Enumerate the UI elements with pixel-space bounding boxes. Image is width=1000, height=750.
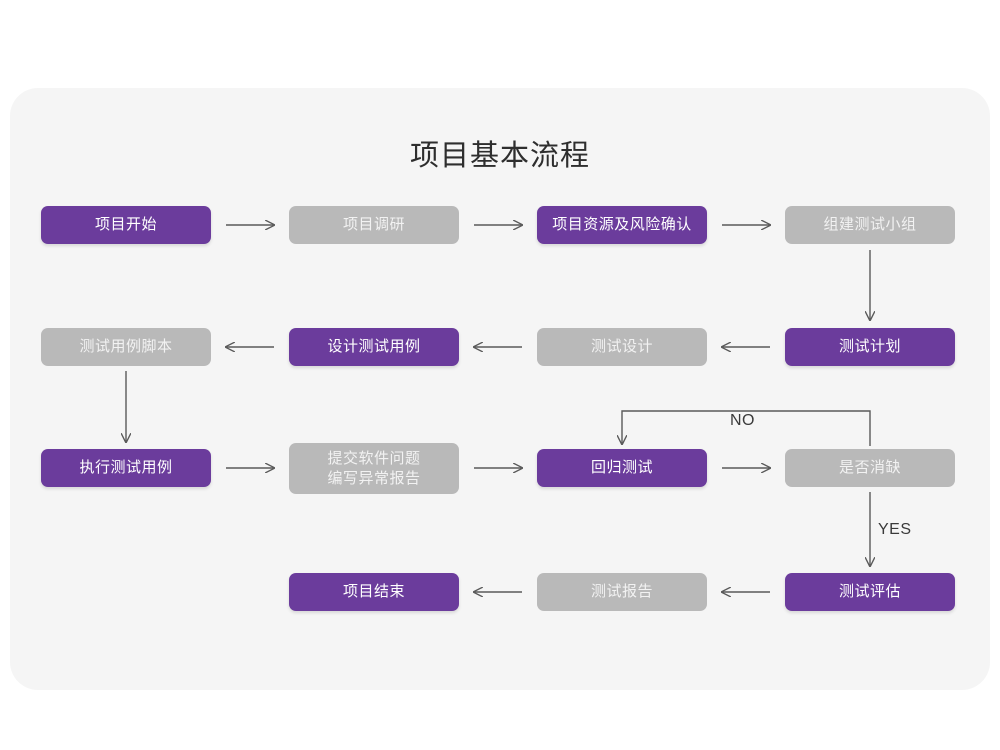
node-project-research[interactable]: 项目调研 bbox=[289, 206, 459, 244]
node-test-report[interactable]: 测试报告 bbox=[537, 573, 707, 611]
node-design-test-cases[interactable]: 设计测试用例 bbox=[289, 328, 459, 366]
node-submit-defects-report[interactable]: 提交软件问题 编写异常报告 bbox=[289, 443, 459, 494]
node-execute-test-cases[interactable]: 执行测试用例 bbox=[41, 449, 211, 487]
node-resource-risk-confirm[interactable]: 项目资源及风险确认 bbox=[537, 206, 707, 244]
node-project-start[interactable]: 项目开始 bbox=[41, 206, 211, 244]
edge-label-no: NO bbox=[730, 412, 755, 429]
node-form-test-team[interactable]: 组建测试小组 bbox=[785, 206, 955, 244]
node-test-evaluation[interactable]: 测试评估 bbox=[785, 573, 955, 611]
edge-label-yes: YES bbox=[878, 521, 912, 538]
node-test-design[interactable]: 测试设计 bbox=[537, 328, 707, 366]
page-title: 项目基本流程 bbox=[409, 140, 590, 172]
node-test-plan[interactable]: 测试计划 bbox=[785, 328, 955, 366]
node-regression-test[interactable]: 回归测试 bbox=[537, 449, 707, 487]
node-defect-cleared[interactable]: 是否消缺 bbox=[785, 449, 955, 487]
node-test-case-script[interactable]: 测试用例脚本 bbox=[41, 328, 211, 366]
node-project-end[interactable]: 项目结束 bbox=[289, 573, 459, 611]
